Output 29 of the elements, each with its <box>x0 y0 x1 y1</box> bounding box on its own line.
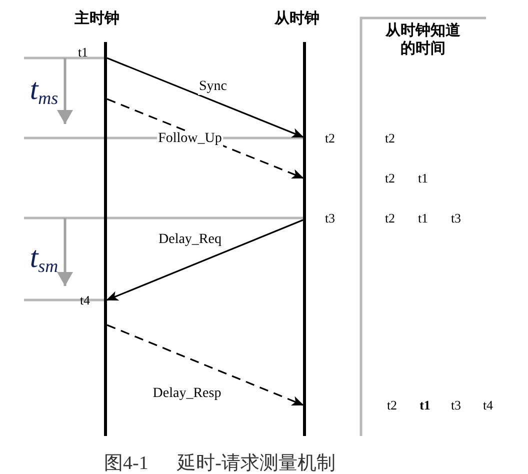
timestamp-label: t2 <box>384 209 396 228</box>
timestamp-label: t4 <box>482 396 494 414</box>
figure-caption: 图4-1 延时-请求测量机制 <box>104 452 336 474</box>
timestamp-label: t1 <box>78 43 88 62</box>
timestamp-label: t3 <box>324 209 336 228</box>
timestamp-label: t2 <box>384 129 396 148</box>
timestamp-label: t1 <box>418 169 428 188</box>
table-header: 从时钟知道的时间 <box>384 22 462 58</box>
lifeline <box>104 42 107 436</box>
dashed-arrow <box>106 324 304 406</box>
arrow <box>106 219 304 301</box>
message-label: Sync <box>198 79 228 95</box>
message-label: Delay_Resp <box>152 386 222 402</box>
timestamp-label: t4 <box>80 291 90 310</box>
timestamp-label: t1 <box>418 209 428 228</box>
arrow <box>106 57 304 138</box>
timestamp-label: t2 <box>386 396 398 414</box>
message-label: Delay_Req <box>158 232 222 248</box>
lifeline <box>303 42 306 436</box>
timestamp-label: t2 <box>384 169 396 188</box>
interval-label: t$_{sm}$ <box>30 243 58 273</box>
lifeline-heading: 从时钟 <box>274 9 320 29</box>
timestamp-label: t3 <box>450 209 462 228</box>
lifeline-heading: 主时钟 <box>74 8 120 29</box>
timestamp-label: t3 <box>450 396 462 414</box>
message-label: Follow_Up <box>157 131 223 147</box>
timestamp-label: t2 <box>324 129 336 148</box>
interval-label: t$_{ms}$ <box>30 75 58 105</box>
timestamp-label: t1 <box>420 396 430 414</box>
